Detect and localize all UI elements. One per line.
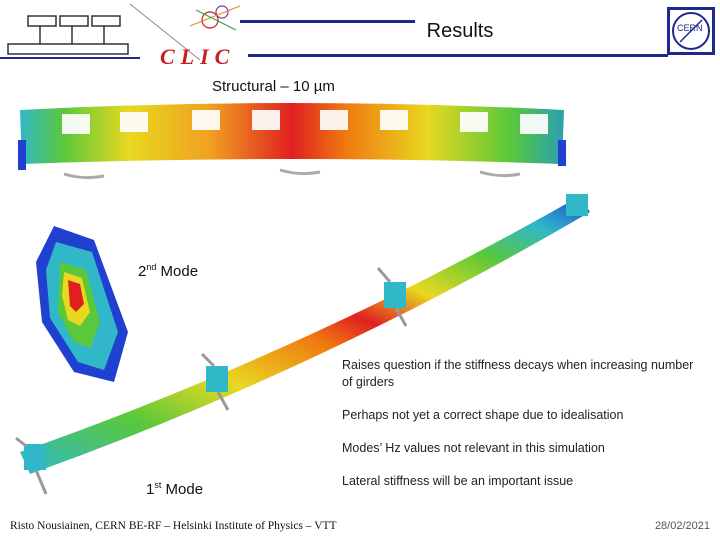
mode-2-number: 2: [138, 263, 147, 280]
mode-2-label: 2nd Mode: [138, 262, 198, 280]
note-item: Raises question if the stiffness decays …: [342, 358, 694, 389]
fem-structural-image: [14, 100, 570, 184]
accelerator-schematic-icon: [0, 3, 241, 61]
clic-logo-text: CLIC: [160, 44, 236, 69]
mode-1-suffix: st: [154, 480, 162, 490]
section-subtitle: Structural – 10 µm: [212, 78, 335, 95]
fem-diagonal-girder-image: [10, 190, 600, 500]
header-rule-bottom: [248, 54, 668, 57]
fem-cross-section-image: [34, 222, 132, 388]
page-title: Results: [426, 20, 494, 42]
fem-structural-model: [18, 103, 566, 180]
header-rule-top: [240, 20, 415, 23]
note-item: Modes’ Hz values not relevant in this si…: [342, 441, 605, 455]
fem-cross-section-model: [36, 226, 128, 382]
fem-diagonal-girder-model: [15, 194, 590, 495]
results-notes: Raises question if the stiffness decays …: [342, 357, 702, 506]
mode-2-suffix: nd: [146, 262, 157, 272]
note-item: Perhaps not yet a correct shape due to i…: [342, 408, 624, 422]
clic-logo: [0, 0, 250, 68]
footer-author: Risto Nousiainen, CERN BE-RF – Helsinki …: [10, 520, 337, 532]
cern-logo-icon: [667, 7, 715, 55]
mode-2-word: Mode: [160, 263, 199, 280]
cern-logo: [666, 6, 716, 56]
mode-1-word: Mode: [165, 481, 204, 498]
note-item: Lateral stiffness will be an important i…: [342, 474, 574, 488]
cern-logo-text: CERN: [677, 23, 703, 33]
mode-1-label: 1st Mode: [146, 480, 203, 498]
footer-date: 28/02/2021: [654, 520, 710, 532]
mode-1-number: 1: [146, 481, 155, 498]
